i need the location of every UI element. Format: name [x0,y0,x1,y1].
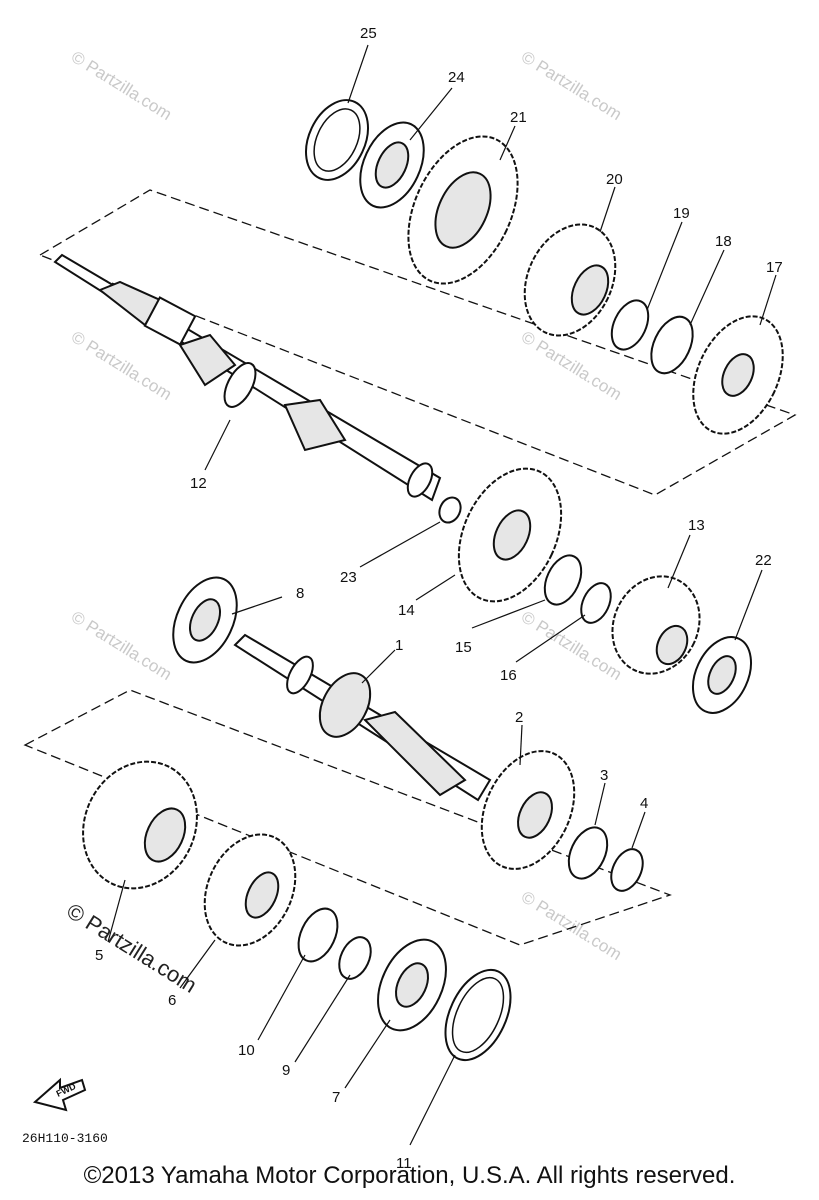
callout-12[interactable]: 12 [190,475,207,492]
copyright-notice: ©2013 Yamaha Motor Corporation, U.S.A. A… [83,1162,736,1189]
watermark: © Partzilla.com [518,887,625,964]
part-10-washer[interactable] [291,902,345,967]
callout-7[interactable]: 7 [332,1089,340,1106]
watermark: © Partzilla.com [68,47,175,124]
fwd-arrow-icon: FWD [32,1077,87,1112]
callout-23[interactable]: 23 [340,569,357,586]
callout-11[interactable]: 11 [396,1155,412,1172]
callout-14[interactable]: 14 [398,602,415,619]
part-8-bearing[interactable] [161,567,250,672]
callout-20[interactable]: 20 [606,171,623,188]
part-3-washer[interactable] [561,821,615,884]
part-6-gear[interactable] [187,820,312,961]
lower-shaft[interactable] [233,633,492,802]
watermark: © Partzilla.com [62,898,201,998]
callout-1[interactable]: 1 [395,637,403,654]
watermark: © Partzilla.com [518,47,625,124]
part-16-circlip[interactable] [575,578,616,627]
part-15-washer[interactable] [538,550,589,611]
watermark: © Partzilla.com [518,327,625,404]
callouts: 25 24 21 20 19 18 17 12 23 13 22 8 14 15… [95,25,783,1172]
callout-16[interactable]: 16 [500,667,517,684]
callout-3[interactable]: 3 [600,767,608,784]
callout-22[interactable]: 22 [755,552,772,569]
part-20-gear[interactable] [507,210,632,351]
callout-15[interactable]: 15 [455,639,472,656]
part-22-bearing[interactable] [682,628,763,722]
part-25-circlip[interactable] [294,90,380,190]
watermark: © Partzilla.com [68,607,175,684]
leader-lines [107,44,777,1146]
callout-17[interactable]: 17 [766,259,783,276]
part-17-gear[interactable] [676,302,801,448]
part-11-circlip[interactable] [432,960,523,1071]
part-2-gear[interactable] [464,736,593,884]
part-7-bearing[interactable] [365,929,460,1041]
callout-8[interactable]: 8 [296,585,304,602]
part-18-washer[interactable] [643,310,701,380]
part-4-circlip[interactable] [605,844,649,896]
watermark: © Partzilla.com [518,607,625,684]
callout-4[interactable]: 4 [640,795,648,812]
part-9-circlip[interactable] [333,932,377,984]
callout-18[interactable]: 18 [715,233,732,250]
upper-shaft[interactable] [53,253,442,502]
callout-2[interactable]: 2 [515,709,523,726]
part-14-gear[interactable] [439,452,582,618]
part-5-gear[interactable] [63,743,218,907]
callout-19[interactable]: 19 [673,205,690,222]
drawing-code: 26H110-3160 [22,1131,108,1146]
lower-group-outline [23,689,672,946]
part-19-circlip[interactable] [605,295,656,356]
callout-6[interactable]: 6 [168,992,176,1009]
callout-13[interactable]: 13 [688,517,705,534]
upper-group-outline [38,189,797,496]
callout-10[interactable]: 10 [238,1042,255,1059]
part-23-bushing[interactable] [435,494,464,526]
callout-21[interactable]: 21 [510,109,527,126]
callout-24[interactable]: 24 [448,69,465,86]
callout-9[interactable]: 9 [282,1062,290,1079]
callout-5[interactable]: 5 [95,947,103,964]
part-21-gear[interactable] [387,119,540,301]
part-13-gear[interactable] [597,562,715,688]
part-24-bearing[interactable] [348,112,437,217]
watermark: © Partzilla.com [68,327,175,404]
callout-25[interactable]: 25 [360,25,377,42]
